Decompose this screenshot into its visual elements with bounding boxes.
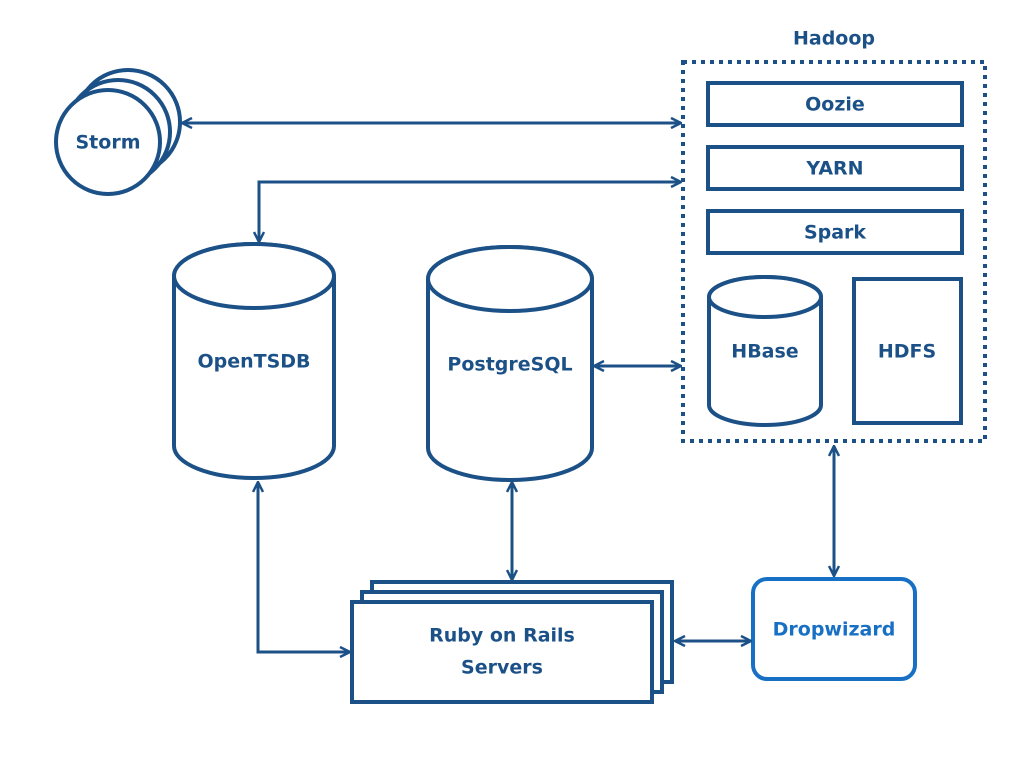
storm-label: Storm [76,132,141,154]
yarn-node[interactable]: YARN [706,145,964,191]
hdfs-box [852,277,963,425]
spark-node[interactable]: Spark [706,209,964,255]
opentsdb-node[interactable]: OpenTSDB [172,242,336,480]
oozie-node[interactable]: Oozie [706,81,964,127]
opentsdb-cylinder-top [172,242,336,310]
opentsdb-label: OpenTSDB [197,351,310,373]
dropwizard-label: Dropwizard [773,619,896,641]
postgresql-node[interactable]: PostgreSQL [426,245,594,482]
hbase-label: HBase [731,341,798,363]
oozie-label: Oozie [805,94,865,116]
dropwizard-node[interactable]: Dropwizard [751,577,917,681]
yarn-box [706,145,964,191]
rails-label-line1: Ruby on Rails [429,625,575,647]
storm-node[interactable]: Storm [54,68,182,196]
postgresql-cylinder-top [426,245,594,313]
dropwizard-box [751,577,917,681]
hadoop-label: Hadoop [793,28,875,50]
edge-opentsdb-rails [258,482,350,652]
storm-circle-front [54,88,162,196]
oozie-box [706,81,964,127]
hbase-cylinder-top [707,275,823,319]
hdfs-label: HDFS [878,341,936,363]
yarn-label: YARN [805,158,863,180]
rails-box-front [350,600,654,704]
rails-label-line2: Servers [461,657,543,679]
edge-opentsdb-hadoop [259,182,681,242]
postgresql-label: PostgreSQL [447,354,572,376]
hadoop-group[interactable]: Hadoop Oozie YARN Spark HBase HDFS [681,28,987,443]
spark-label: Spark [804,222,866,244]
hbase-node[interactable]: HBase [707,275,823,427]
hdfs-node[interactable]: HDFS [852,277,963,425]
rails-node[interactable]: Ruby on Rails Servers [350,580,674,704]
spark-box [706,209,964,255]
hadoop-dotted-border [681,60,987,443]
